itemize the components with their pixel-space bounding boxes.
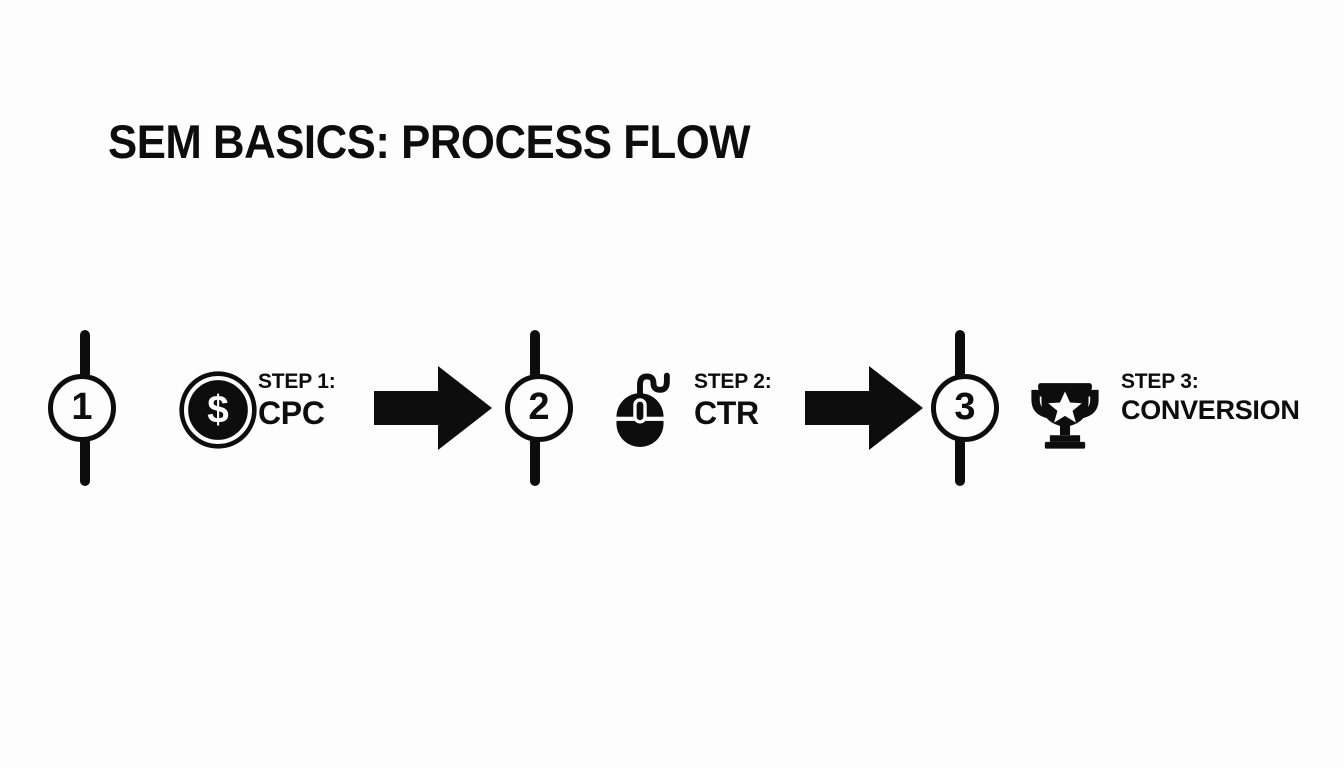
flow-step-2[interactable]: 2 STEP 2: CTR: [505, 330, 805, 486]
flow-step-3[interactable]: 3 STEP 3: CONVERSION: [931, 330, 1302, 486]
step-3-text: STEP 3: CONVERSION: [1121, 370, 1302, 427]
step-1-label: CPC: [258, 395, 325, 432]
step-1-text: STEP 1: CPC: [258, 370, 338, 433]
step-2-number: 2: [528, 386, 550, 428]
arrow-right-icon: [805, 360, 923, 456]
step-3-kicker: STEP 3:: [1121, 370, 1199, 393]
step-2-kicker: STEP 2:: [694, 370, 772, 393]
dollar-coin-icon: $: [176, 368, 260, 452]
process-flow-diagram: 1 $ STEP 1: CPC: [0, 330, 1344, 490]
step-1-number: 1: [71, 386, 93, 428]
page-title: SEM BASICS: PROCESS FLOW: [108, 115, 751, 168]
step-3-number: 3: [954, 386, 976, 428]
step-1-kicker: STEP 1:: [258, 370, 336, 393]
step-3-label: CONVERSION: [1121, 395, 1300, 426]
step-2-text: STEP 2: CTR: [694, 370, 774, 433]
step-1-number-badge: 1: [48, 374, 116, 442]
trophy-star-icon: [1023, 368, 1107, 452]
arrow-right-icon: [374, 360, 492, 456]
step-2-number-badge: 2: [505, 374, 573, 442]
svg-text:$: $: [207, 389, 228, 432]
flow-step-1[interactable]: 1 $ STEP 1: CPC: [48, 330, 380, 486]
step-3-number-badge: 3: [931, 374, 999, 442]
step-2-label: CTR: [694, 395, 759, 432]
computer-mouse-icon: [598, 368, 682, 452]
